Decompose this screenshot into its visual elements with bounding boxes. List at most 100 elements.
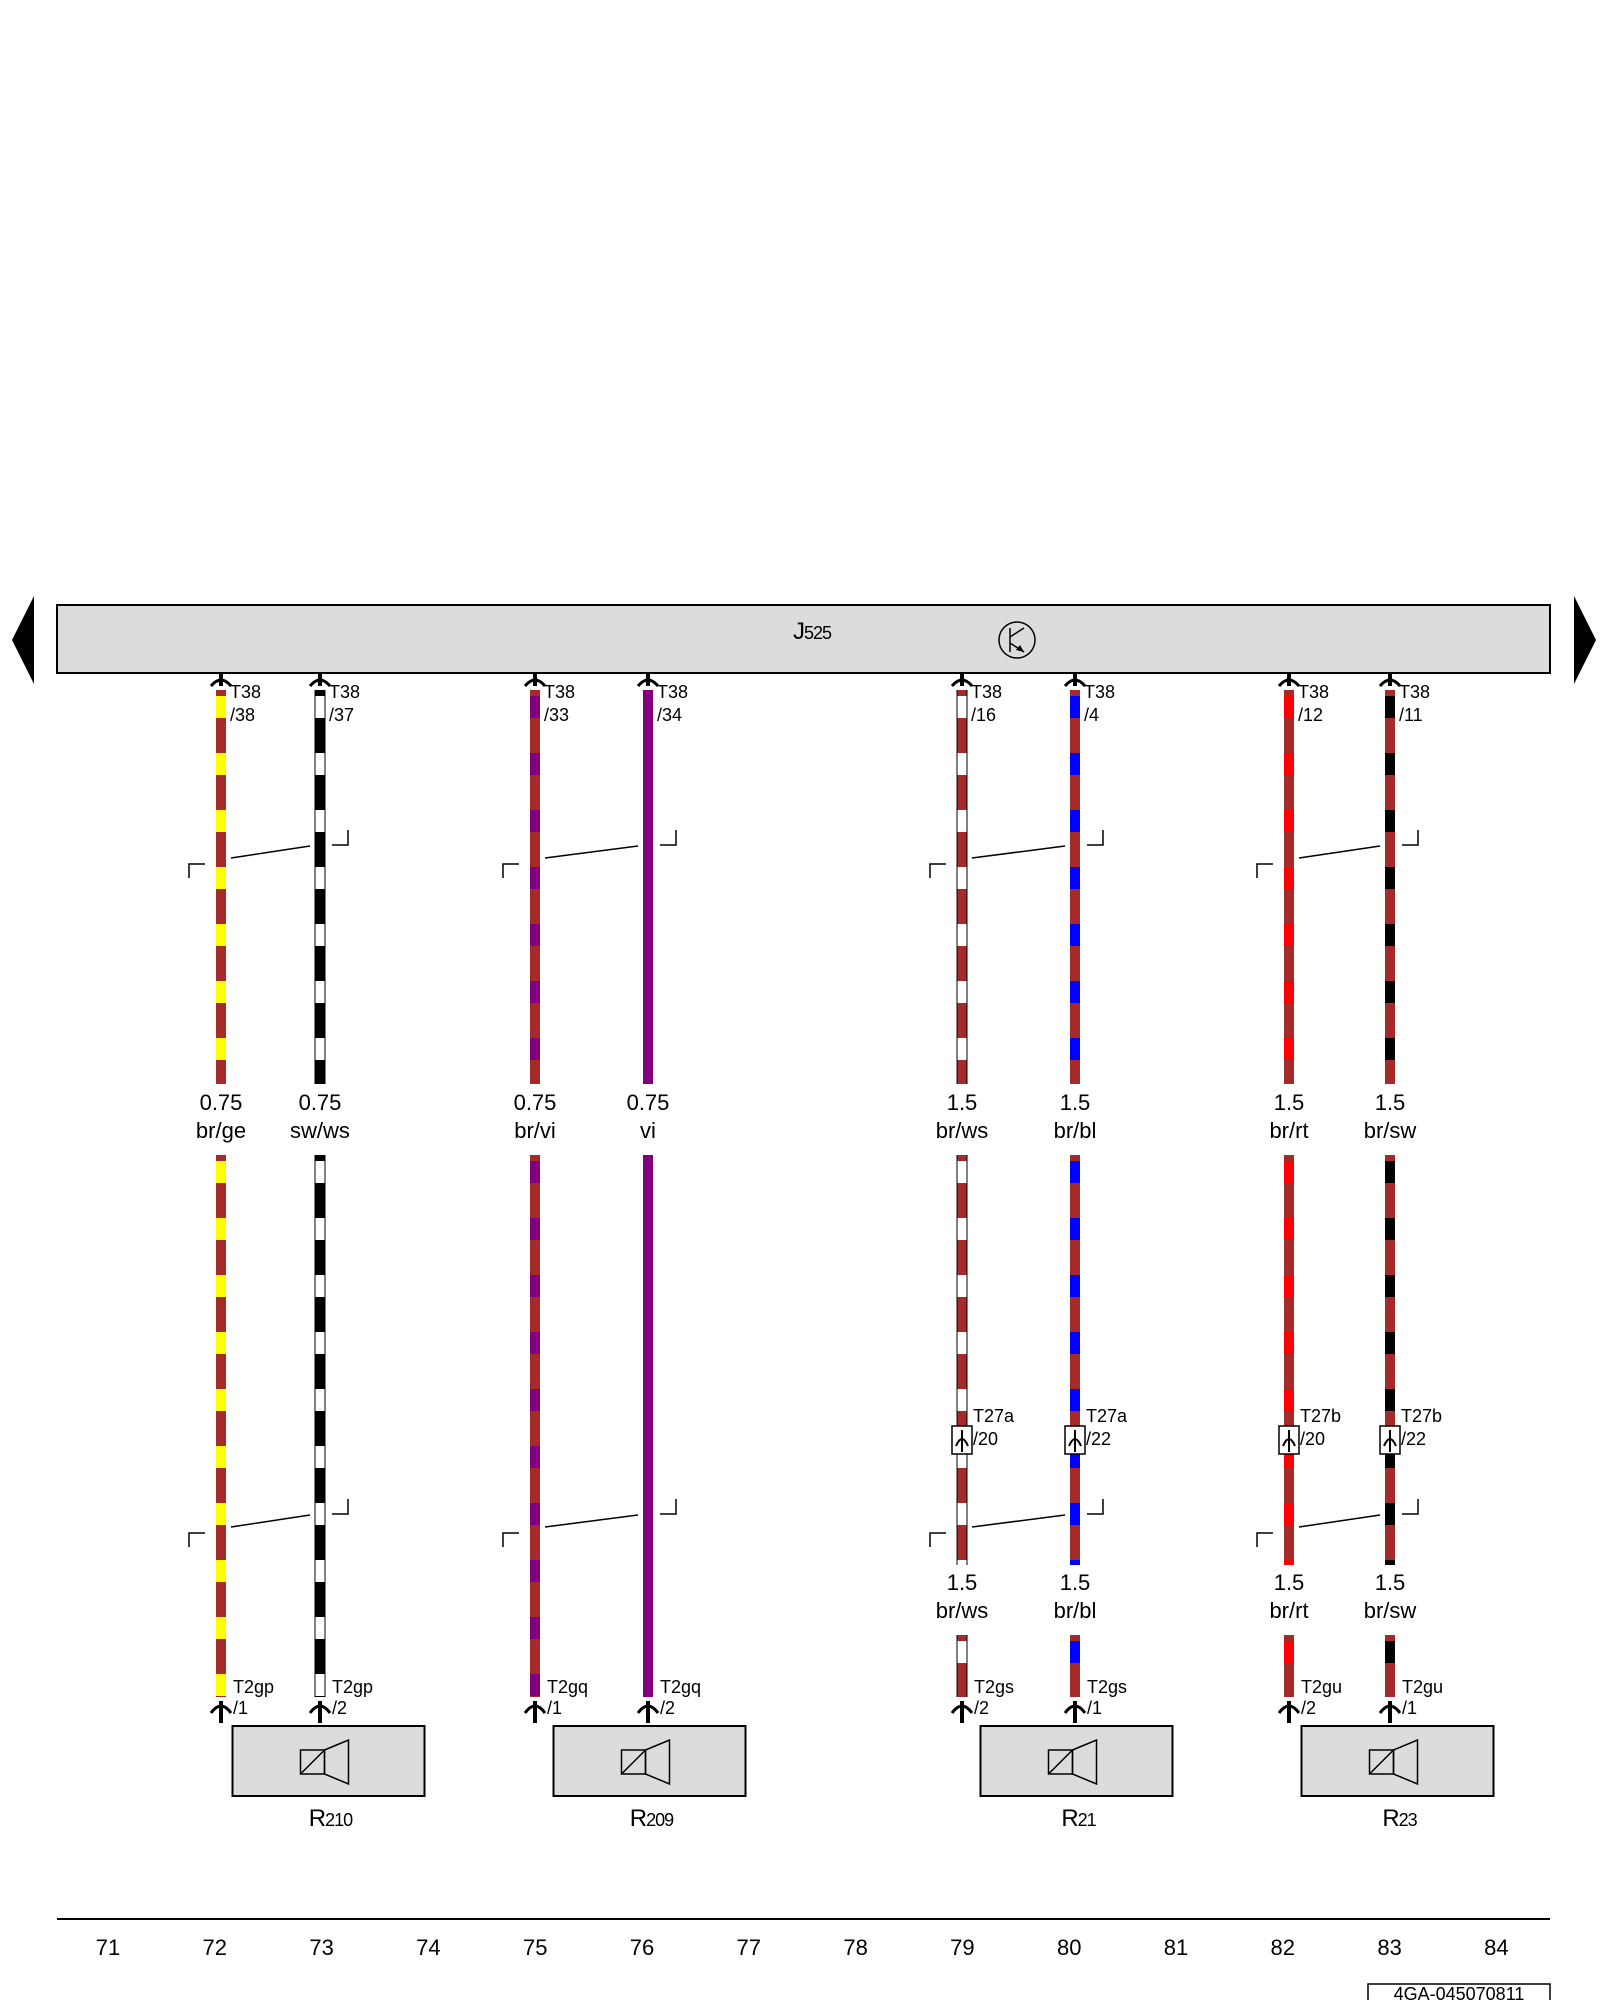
pin-stem-top (960, 672, 964, 686)
bottom-connector-label: T2gp (332, 1677, 373, 1697)
wire-stripe (530, 867, 540, 889)
component-number: 21 (1078, 1810, 1097, 1830)
wire-stripe (315, 1617, 325, 1639)
column-number: 74 (416, 1935, 440, 1960)
bottom-connector-label: T2gq (660, 1677, 701, 1697)
wire-color-label: sw/ws (290, 1118, 350, 1143)
wire-size-label-bottom: 1.5 (1375, 1570, 1406, 1595)
wire-color-label: br/ge (196, 1118, 246, 1143)
wire-stripe (216, 753, 226, 775)
wire-size-label: 0.75 (200, 1090, 243, 1115)
wire-segment-lower (957, 1635, 967, 1697)
wire-stripe (530, 753, 540, 775)
wire-stripe (216, 867, 226, 889)
wire-stripe (1284, 1218, 1294, 1240)
wire-stripe (1284, 696, 1294, 718)
wire-stripe (1385, 1161, 1395, 1183)
nav-right-triangle-icon[interactable] (1574, 596, 1596, 684)
wire-stripe (315, 1560, 325, 1582)
wire-stripe (1070, 1446, 1080, 1468)
wire-stripe (216, 1389, 226, 1411)
pin-stem-top (646, 672, 650, 686)
pin-stem-top (318, 672, 322, 686)
wire-color-label: br/sw (1364, 1118, 1417, 1143)
component-label: R209 (630, 1805, 674, 1832)
wire-stripe (530, 810, 540, 832)
column-number: 84 (1484, 1935, 1508, 1960)
wire-stripe (957, 1332, 967, 1354)
inline-connector-label: T27a (1086, 1406, 1128, 1426)
wire-stripe (1070, 1560, 1080, 1565)
wire-stripe (1284, 753, 1294, 775)
control-module-j525: J525 (56, 604, 1551, 674)
twisted-pair-marker-lower-3 (1256, 1499, 1419, 1547)
top-connector-label: T38 (971, 682, 1002, 702)
wire-stripe (216, 1503, 226, 1525)
wire-stripe (530, 1674, 540, 1696)
wire-stripe (1070, 867, 1080, 889)
wire-stripe (216, 924, 226, 946)
column-number: 73 (309, 1935, 333, 1960)
wire-stripe (315, 1275, 325, 1297)
wire-stripe (1385, 924, 1395, 946)
wire-stripe (1385, 696, 1395, 718)
drawing-code: 4GA-045070811 (1394, 1984, 1525, 2000)
top-pin-label: /11 (1399, 705, 1423, 725)
wire-size-label: 1.5 (1375, 1090, 1406, 1115)
component-label: R21 (1061, 1805, 1096, 1832)
wire-stripe (957, 867, 967, 889)
component-number: 209 (646, 1810, 674, 1830)
wire-stripe (1385, 1641, 1395, 1663)
speaker-icon (1047, 1738, 1098, 1786)
nav-left-triangle-icon[interactable] (12, 596, 34, 684)
wire-stripe (957, 1503, 967, 1525)
wire-segment-lower (315, 1155, 325, 1697)
component-letter: R (309, 1805, 326, 1832)
pin-stem-bottom (646, 1701, 650, 1723)
top-connector-label: T38 (1298, 682, 1329, 702)
wire-stripe (1385, 1038, 1395, 1060)
pin-stem-top (1388, 672, 1392, 686)
top-pin-label: /4 (1084, 705, 1099, 725)
wire-segment-middle (1284, 1155, 1294, 1565)
inline-pin-label: /22 (1086, 1429, 1111, 1449)
wire-stripe (216, 1617, 226, 1639)
component-r21: R21 (979, 1725, 1174, 1832)
wire-stripe (957, 1161, 967, 1183)
wire-stripe (530, 1332, 540, 1354)
bottom-connector-label: T2gu (1402, 1677, 1443, 1697)
component-letter: R (630, 1805, 647, 1832)
pin-stem-bottom (960, 1701, 964, 1723)
component-number: 23 (1399, 1810, 1418, 1830)
bottom-connector-label: T2gs (1087, 1677, 1127, 1697)
wire-stripe (315, 1038, 325, 1060)
wire-segment-lower (643, 1155, 653, 1697)
inline-connector-label: T27b (1401, 1406, 1442, 1426)
wire-stripe (957, 753, 967, 775)
top-connector-label: T38 (544, 682, 575, 702)
wire-stripe (530, 1275, 540, 1297)
column-number: 77 (737, 1935, 761, 1960)
pin-stem-top (1073, 672, 1077, 686)
top-connector-label: T38 (1399, 682, 1430, 702)
wire-stripe (530, 1560, 540, 1582)
wire-stripe (216, 1161, 226, 1183)
wire-stripe (216, 810, 226, 832)
bottom-pin-label: /1 (233, 1698, 248, 1718)
twisted-pair-marker-lower-0 (188, 1499, 349, 1547)
wire-stripe (1070, 810, 1080, 832)
wire-stripe (530, 1389, 540, 1411)
wire-stripe (1284, 1503, 1294, 1525)
component-box (231, 1725, 426, 1797)
wire-stripe (315, 810, 325, 832)
wire-stripe (216, 1275, 226, 1297)
wire-stripe (530, 1617, 540, 1639)
component-box (1300, 1725, 1495, 1797)
wire-stripe (957, 924, 967, 946)
wire-segment-lower (216, 1155, 226, 1697)
pin-stem-bottom (533, 1701, 537, 1723)
wire-segment-middle (1070, 1155, 1080, 1565)
